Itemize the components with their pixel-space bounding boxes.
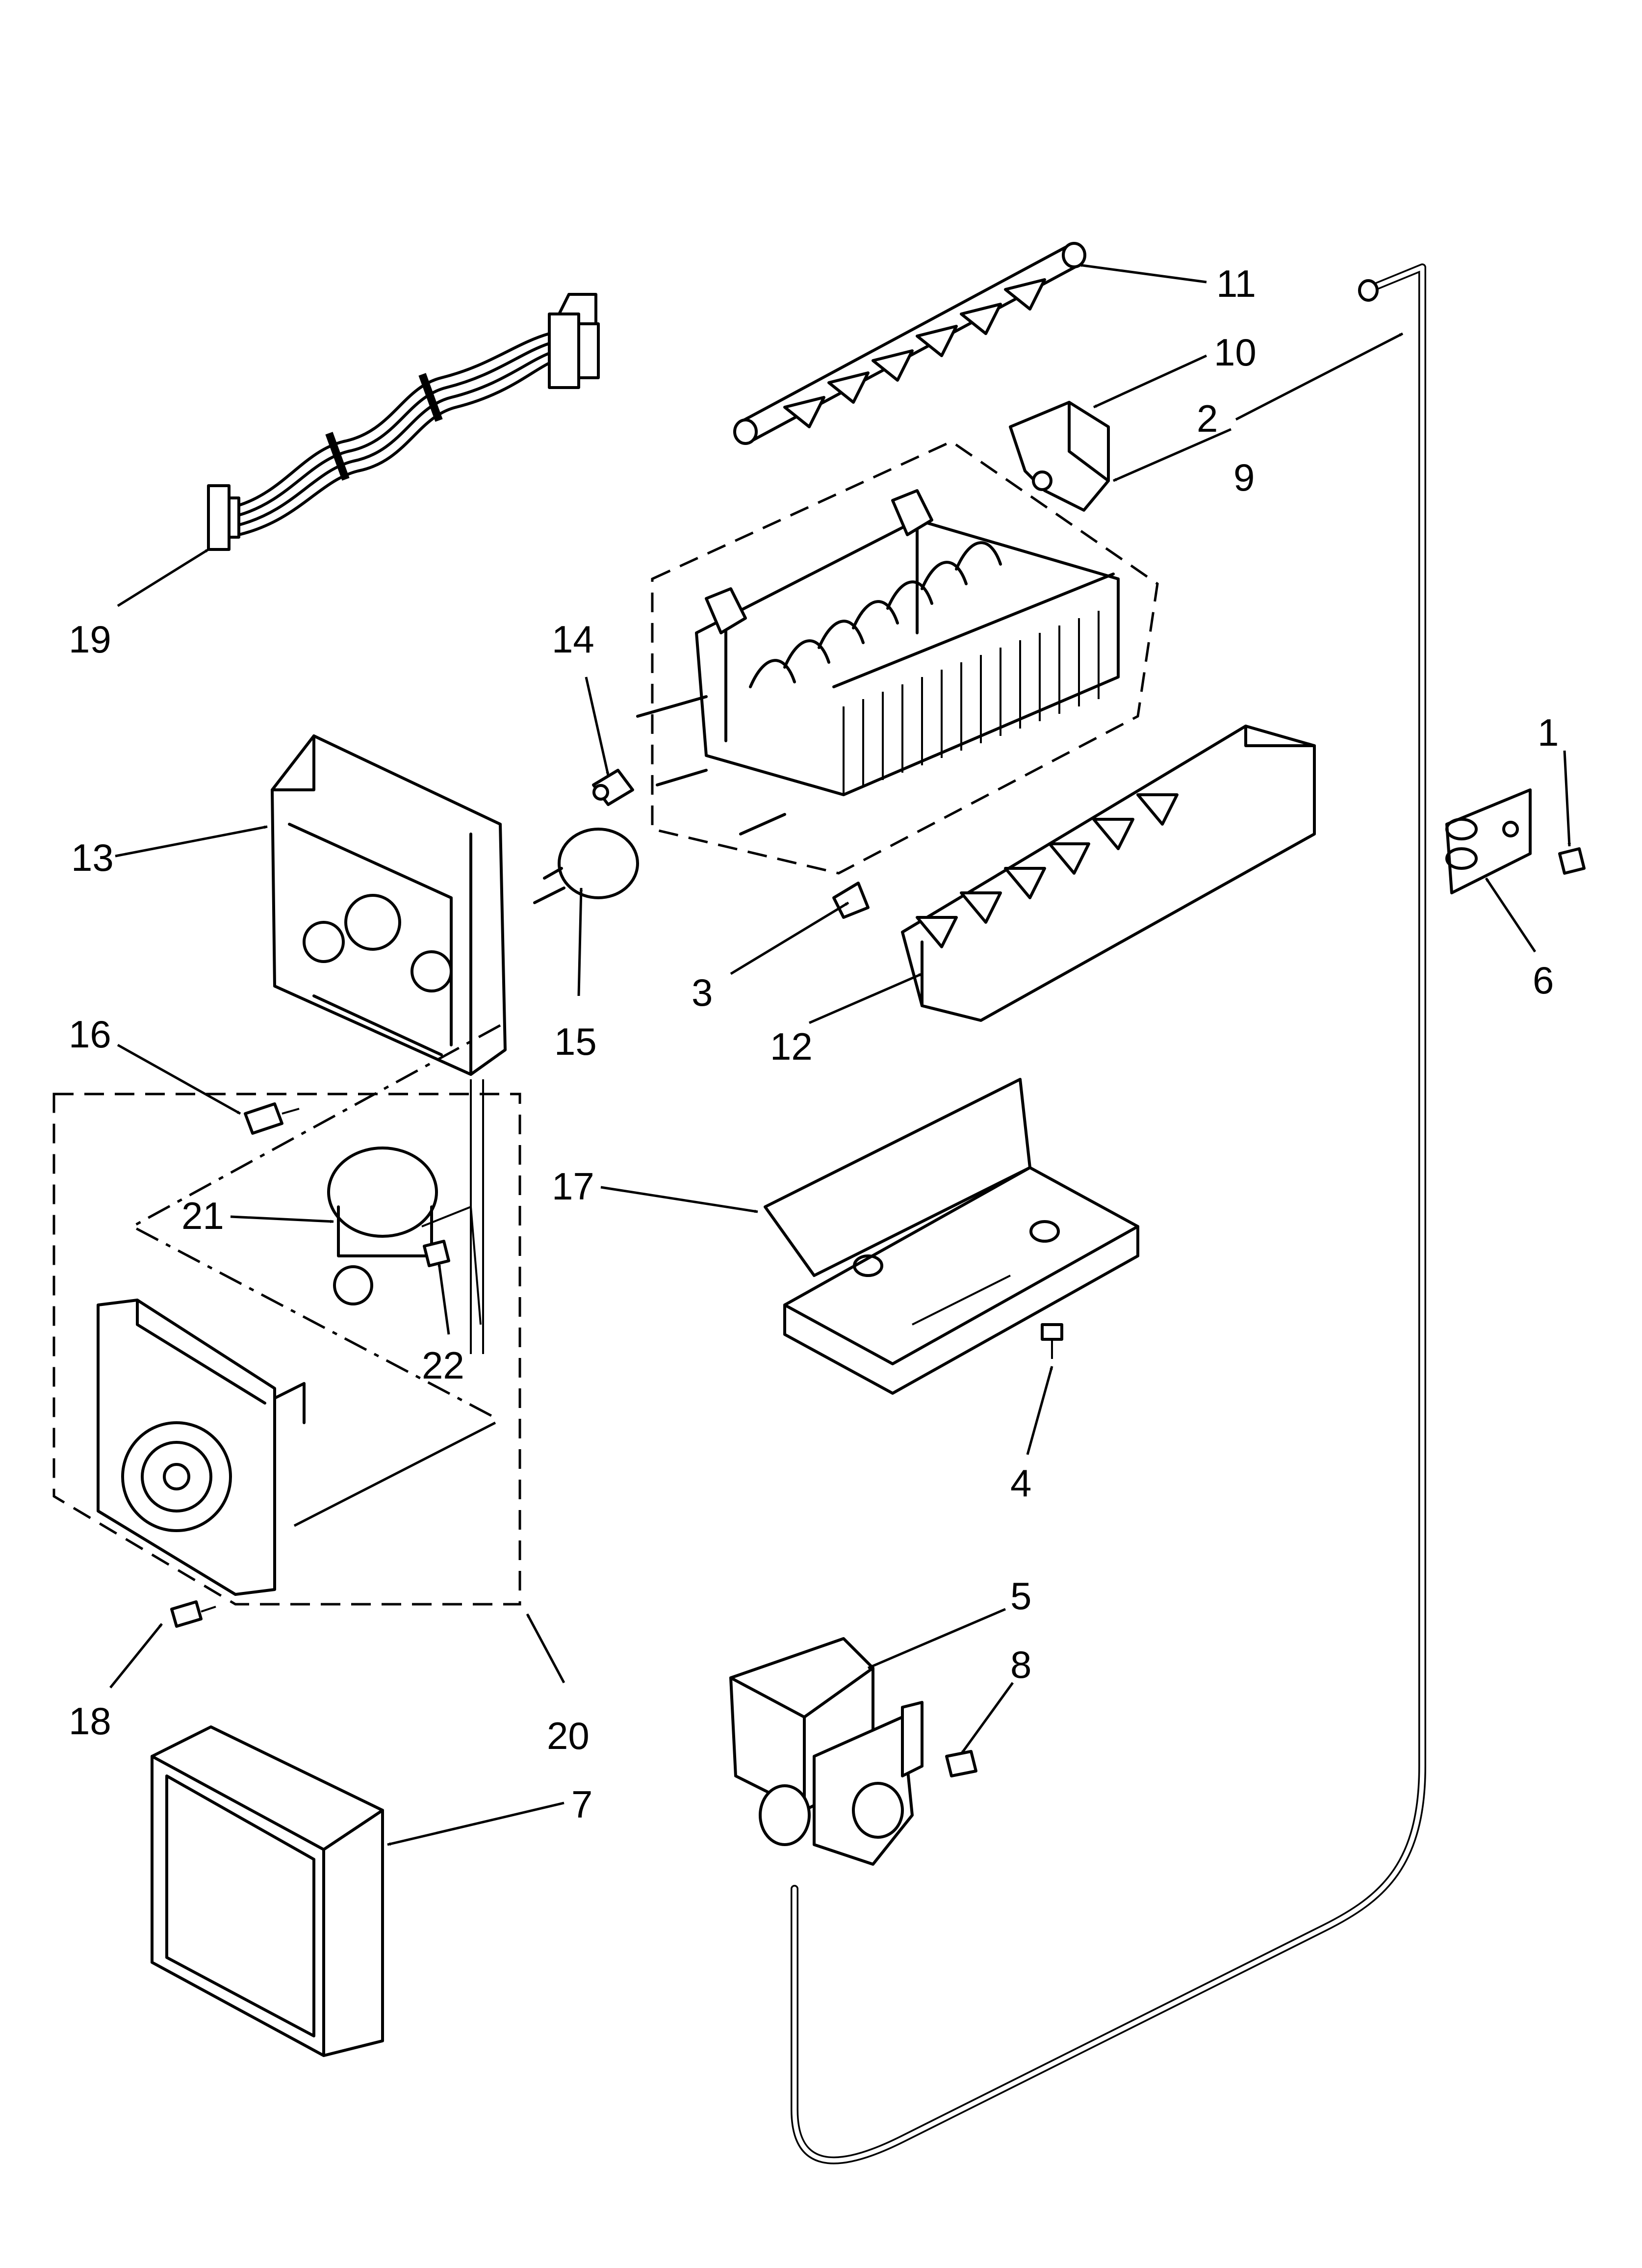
valve-screw-part [945,1750,977,1777]
clamp-screw-part [1558,847,1586,875]
clip-part [592,769,634,806]
callout-14: 14 [552,618,594,661]
wire-harness-part [207,293,600,551]
shutter-box-part [151,1725,384,2057]
callout-18: 18 [69,1699,111,1743]
callout-19: 19 [69,618,111,661]
tube-clamp-part [1445,788,1532,894]
motor-screw-part [423,1240,450,1267]
callout-16: 16 [69,1013,111,1056]
callout-4: 4 [1010,1461,1031,1505]
callout-15: 15 [554,1020,597,1063]
screw-part [244,1102,300,1135]
callout-6: 6 [1533,959,1554,1002]
callout-21: 21 [181,1194,224,1237]
tray-screw-part [1041,1323,1063,1359]
callout-22: 22 [422,1344,464,1387]
housing-to-motor-guide [129,1024,501,1419]
leader-lines [109,263,1571,1846]
front-cover-part [901,725,1316,1022]
callout-11: 11 [1216,262,1256,305]
mold-part [636,489,1120,835]
water-tube-part [791,263,1426,2164]
callout-7: 7 [571,1783,592,1826]
control-board-part [97,1299,306,1596]
ejector-part [733,242,1086,445]
tray-part [764,1078,1139,1395]
callout-1: 1 [1538,711,1559,754]
callout-10: 10 [1214,331,1257,374]
water-valve-part [729,1637,924,1866]
motor-assembly-dashed-box [52,1093,521,1606]
callout-8: 8 [1010,1643,1031,1686]
callout-5: 5 [1010,1574,1031,1617]
callout-9: 9 [1233,456,1255,499]
thermostat-part [533,828,639,904]
callout-13: 13 [71,836,114,879]
callout-12: 12 [770,1025,813,1068]
small-clip-part [832,882,870,919]
bracket-part [1009,401,1110,512]
callout-2: 2 [1197,397,1218,440]
callout-17: 17 [552,1165,594,1208]
module-housing-part [271,734,507,1076]
callout-20: 20 [547,1714,590,1757]
motor-part [327,1079,484,1354]
board-screw-part [170,1600,216,1628]
mold-dashed-outline [651,440,1159,875]
callout-3: 3 [692,971,713,1014]
